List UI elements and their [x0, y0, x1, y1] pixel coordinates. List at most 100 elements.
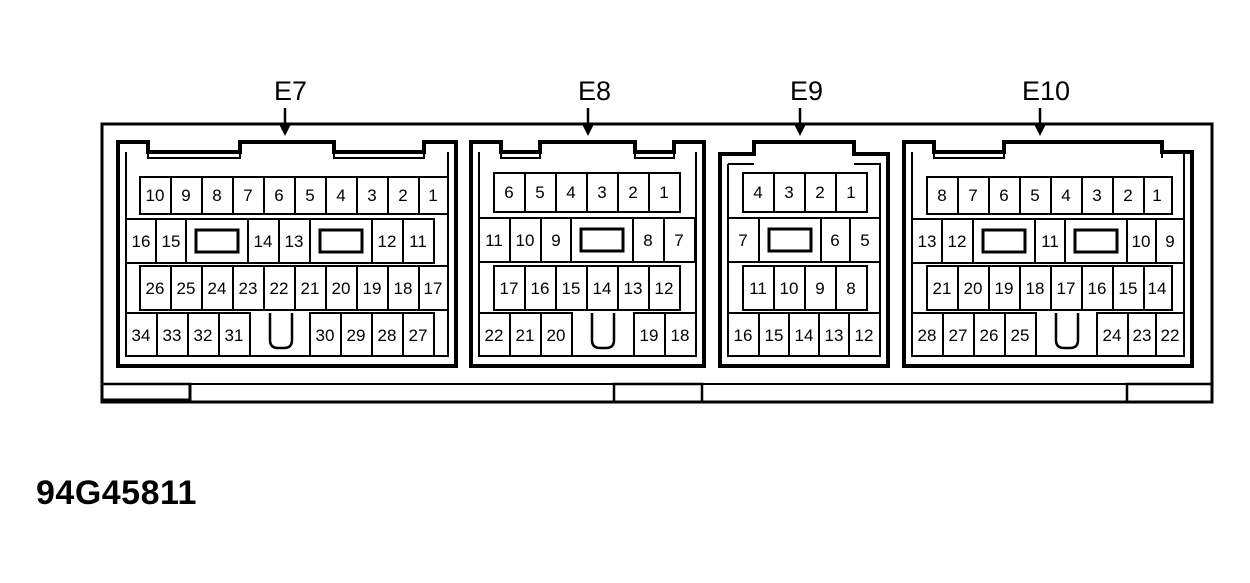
- pin-label: 5: [1030, 186, 1039, 205]
- connector-label: E10: [1022, 76, 1070, 106]
- pin-label: 9: [1165, 232, 1174, 251]
- pin-label: 9: [551, 231, 560, 250]
- pin-label: 10: [516, 231, 535, 250]
- pin-label: 30: [316, 326, 335, 345]
- pin-label: 17: [1057, 279, 1076, 298]
- figure-id: 94G45811: [36, 474, 197, 512]
- housing: [100, 122, 1214, 404]
- pin-cavity: [1143, 265, 1173, 311]
- pin-label: 22: [485, 326, 504, 345]
- pin-label: 22: [270, 279, 289, 298]
- pin-label: 5: [535, 183, 544, 202]
- pin-label: 15: [765, 326, 784, 345]
- pin-label: 22: [1161, 326, 1180, 345]
- pin-label: 16: [132, 232, 151, 251]
- pin-label: 4: [753, 183, 762, 202]
- pin-cavity: [1155, 218, 1185, 264]
- pin-label: 3: [1092, 186, 1101, 205]
- pin-label: 10: [780, 279, 799, 298]
- pin-label: 11: [485, 231, 503, 250]
- key-slot: [1054, 313, 1080, 350]
- pin-label: 23: [1133, 326, 1152, 345]
- pin-cavity: [218, 312, 251, 357]
- lock-window: [981, 228, 1027, 254]
- pin-label: 31: [225, 326, 244, 345]
- pin-label: 21: [301, 279, 320, 298]
- pin-label: 27: [949, 326, 968, 345]
- pin-label: 3: [597, 183, 606, 202]
- pin-label: 4: [1061, 186, 1070, 205]
- pin-label: 16: [734, 326, 753, 345]
- lock-window: [579, 227, 625, 253]
- pin-label: 16: [531, 279, 550, 298]
- pin-cavity: [540, 312, 573, 357]
- pin-label: 17: [424, 279, 443, 298]
- arrow-icon: [582, 108, 594, 136]
- pin-label: 21: [933, 279, 952, 298]
- pin-cavity: [664, 312, 697, 357]
- pin-label: 11: [1041, 232, 1059, 251]
- pin-label: 14: [1148, 279, 1167, 298]
- key-slot: [268, 313, 294, 350]
- connector-label: E8: [578, 76, 611, 106]
- pin-label: 21: [516, 326, 535, 345]
- pin-label: 8: [212, 186, 221, 205]
- pin-cavity: [402, 312, 435, 357]
- pin-label: 13: [624, 279, 643, 298]
- pin-cavity: [1155, 312, 1185, 357]
- pin-label: 19: [995, 279, 1014, 298]
- pin-label: 10: [1132, 232, 1151, 251]
- pin-label: 20: [547, 326, 566, 345]
- pin-label: 19: [640, 326, 659, 345]
- key-slot: [590, 313, 616, 350]
- pin-cavity: [849, 217, 881, 263]
- pin-label: 26: [980, 326, 999, 345]
- pin-label: 29: [347, 326, 366, 345]
- lock-window: [767, 227, 813, 253]
- arrow-icon: [279, 108, 291, 136]
- pin-label: 24: [1103, 326, 1122, 345]
- pin-cavity: [663, 217, 696, 263]
- pin-cavity: [835, 172, 868, 213]
- pin-label: 16: [1088, 279, 1107, 298]
- pin-label: 19: [363, 279, 382, 298]
- pin-label: 15: [162, 232, 181, 251]
- pin-label: 7: [674, 231, 683, 250]
- arrow-icon: [794, 108, 806, 136]
- pin-label: 20: [332, 279, 351, 298]
- pin-label: 9: [181, 186, 190, 205]
- pin-label: 8: [937, 186, 946, 205]
- pin-label: 2: [628, 183, 637, 202]
- pin-cavity: [418, 265, 449, 311]
- pin-label: 8: [846, 279, 855, 298]
- pin-cavity: [648, 172, 681, 213]
- pin-label: 2: [815, 183, 824, 202]
- pin-label: 14: [593, 279, 612, 298]
- lock-window: [1073, 228, 1119, 254]
- pin-cavity: [1004, 312, 1037, 357]
- pin-label: 24: [208, 279, 227, 298]
- pin-label: 28: [378, 326, 397, 345]
- pin-label: 23: [239, 279, 258, 298]
- pin-label: 6: [830, 231, 839, 250]
- pin-label: 20: [964, 279, 983, 298]
- pin-label: 34: [132, 326, 151, 345]
- pin-label: 28: [918, 326, 937, 345]
- pin-label: 18: [671, 326, 690, 345]
- pin-label: 26: [146, 279, 165, 298]
- pin-label: 3: [367, 186, 376, 205]
- pin-label: 13: [825, 326, 844, 345]
- pin-cavity: [848, 312, 881, 357]
- pin-label: 10: [146, 186, 165, 205]
- pin-label: 5: [860, 231, 869, 250]
- connector-e9: E9 4 3 2 1 7 6 5 11: [718, 76, 890, 368]
- pin-label: 15: [1119, 279, 1138, 298]
- pin-label: 12: [655, 279, 674, 298]
- connector-label: E7: [274, 76, 307, 106]
- pin-cavity: [402, 218, 435, 264]
- connector-label: E9: [790, 76, 823, 106]
- pin-label: 4: [336, 186, 345, 205]
- pin-label: 33: [163, 326, 182, 345]
